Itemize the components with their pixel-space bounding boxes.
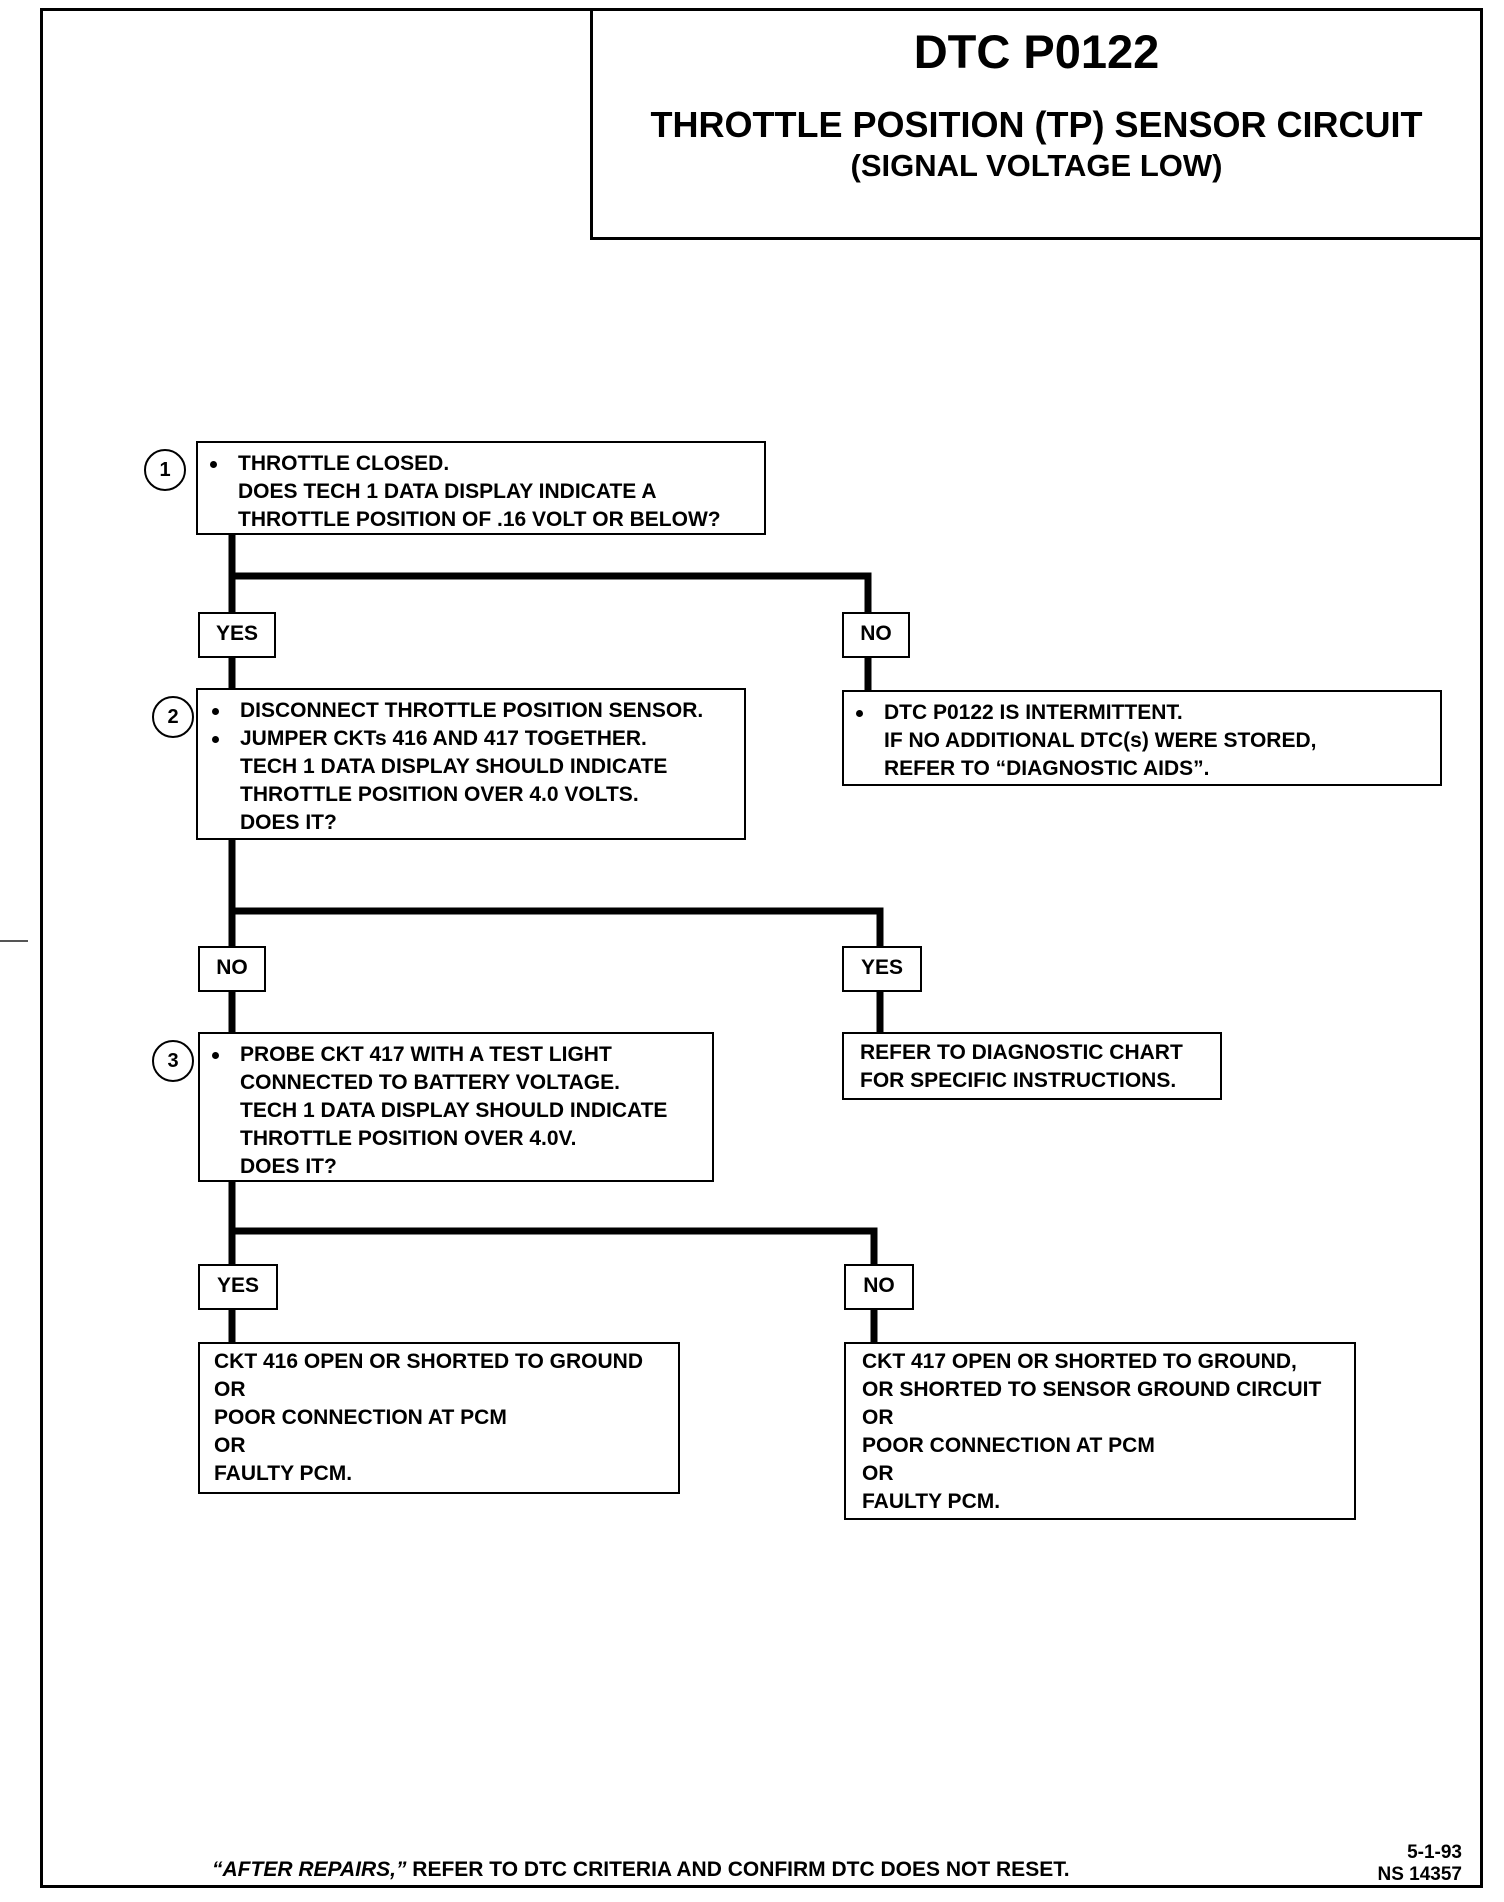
document-reference: 5-1-93 NS 14357 xyxy=(1377,1842,1462,1886)
scan-mark xyxy=(0,940,28,942)
step-3-line: TECH 1 DATA DISPLAY SHOULD INDICATE xyxy=(240,1099,668,1122)
dtc-code: DTC P0122 xyxy=(913,25,1160,78)
step-2-line: THROTTLE POSITION OVER 4.0 VOLTS. xyxy=(240,783,639,806)
bullet-icon xyxy=(212,736,219,743)
after-repairs-text: REFER TO DTC CRITERIA AND CONFIRM DTC DO… xyxy=(406,1858,1070,1881)
step-1-line: THROTTLE CLOSED. xyxy=(198,450,764,478)
bullet-icon xyxy=(210,461,217,468)
outcome-line: CKT 416 OPEN OR SHORTED TO GROUND xyxy=(214,1350,644,1373)
step-2-line: DOES IT? xyxy=(240,811,337,834)
outcome-line: REFER TO DIAGNOSTIC CHART xyxy=(860,1041,1183,1064)
connector-step2 xyxy=(228,836,884,958)
step-3-line: THROTTLE POSITION OVER 4.0V. xyxy=(240,1127,577,1150)
outcome-line: CKT 417 OPEN OR SHORTED TO GROUND, xyxy=(862,1350,1297,1373)
step-3-yes-label: YES xyxy=(198,1264,278,1310)
connector-step3 xyxy=(228,1178,878,1272)
outcome-line: OR xyxy=(862,1462,894,1485)
step-3-no-label: NO xyxy=(844,1264,914,1310)
chart-subtitle: (SIGNAL VOLTAGE LOW) xyxy=(850,148,1223,183)
bullet-icon xyxy=(212,1052,219,1059)
title-block: DTC P0122 THROTTLE POSITION (TP) SENSOR … xyxy=(590,8,1480,240)
step-1-marker: 1 xyxy=(144,449,186,491)
outcome-line: POOR CONNECTION AT PCM xyxy=(214,1406,507,1429)
step-2-box: DISCONNECT THROTTLE POSITION SENSOR. JUM… xyxy=(196,688,746,840)
ckt416-outcome-box: CKT 416 OPEN OR SHORTED TO GROUND OR POO… xyxy=(198,1342,680,1494)
step-2-yes-label: YES xyxy=(842,946,922,992)
connector-step1 xyxy=(228,531,872,624)
outcome-line: FOR SPECIFIC INSTRUCTIONS. xyxy=(860,1069,1177,1092)
step-3-box: PROBE CKT 417 WITH A TEST LIGHT CONNECTE… xyxy=(198,1032,714,1182)
step-1-line: THROTTLE POSITION OF .16 VOLT OR BELOW? xyxy=(238,508,721,531)
intermittent-outcome-box: DTC P0122 IS INTERMITTENT. IF NO ADDITIO… xyxy=(842,690,1442,786)
step-2-no-label: NO xyxy=(198,946,266,992)
outcome-line: POOR CONNECTION AT PCM xyxy=(862,1434,1155,1457)
step-1-line: DOES TECH 1 DATA DISPLAY INDICATE A xyxy=(238,480,657,503)
outcome-line: FAULTY PCM. xyxy=(214,1462,353,1485)
refer-chart-box: REFER TO DIAGNOSTIC CHART FOR SPECIFIC I… xyxy=(842,1032,1222,1100)
step-1-no-label: NO xyxy=(842,612,910,658)
step-3-line: CONNECTED TO BATTERY VOLTAGE. xyxy=(240,1071,620,1094)
outcome-line: IF NO ADDITIONAL DTC(s) WERE STORED, xyxy=(884,729,1317,752)
outcome-line: OR xyxy=(214,1434,246,1457)
step-1-box: THROTTLE CLOSED. DOES TECH 1 DATA DISPLA… xyxy=(196,441,766,535)
step-3-line: DOES IT? xyxy=(240,1155,337,1178)
outcome-line: DTC P0122 IS INTERMITTENT. xyxy=(844,699,1440,727)
outcome-line: OR xyxy=(862,1406,894,1429)
bullet-icon xyxy=(856,710,863,717)
step-2-marker: 2 xyxy=(152,696,194,738)
outcome-line: OR xyxy=(214,1378,246,1401)
outcome-line: REFER TO “DIAGNOSTIC AIDS”. xyxy=(884,757,1210,780)
reference-number: NS 14357 xyxy=(1377,1864,1462,1885)
step-3-marker: 3 xyxy=(152,1040,194,1082)
page-frame xyxy=(40,8,1483,1888)
outcome-line: OR SHORTED TO SENSOR GROUND CIRCUIT xyxy=(862,1378,1322,1401)
bullet-icon xyxy=(212,708,219,715)
outcome-line: FAULTY PCM. xyxy=(862,1490,1001,1513)
step-3-line: PROBE CKT 417 WITH A TEST LIGHT xyxy=(200,1041,712,1069)
chart-title: THROTTLE POSITION (TP) SENSOR CIRCUIT xyxy=(650,104,1423,145)
step-2-line: JUMPER CKTs 416 AND 417 TOGETHER. xyxy=(200,725,744,753)
after-repairs-emphasis: “AFTER REPAIRS,” xyxy=(212,1858,407,1881)
ckt417-outcome-box: CKT 417 OPEN OR SHORTED TO GROUND, OR SH… xyxy=(844,1342,1356,1520)
step-2-line: DISCONNECT THROTTLE POSITION SENSOR. xyxy=(200,697,744,725)
after-repairs-note: “AFTER REPAIRS,” REFER TO DTC CRITERIA A… xyxy=(212,1858,1070,1882)
step-2-line: TECH 1 DATA DISPLAY SHOULD INDICATE xyxy=(240,755,668,778)
step-1-yes-label: YES xyxy=(198,612,276,658)
revision-date: 5-1-93 xyxy=(1407,1842,1462,1863)
